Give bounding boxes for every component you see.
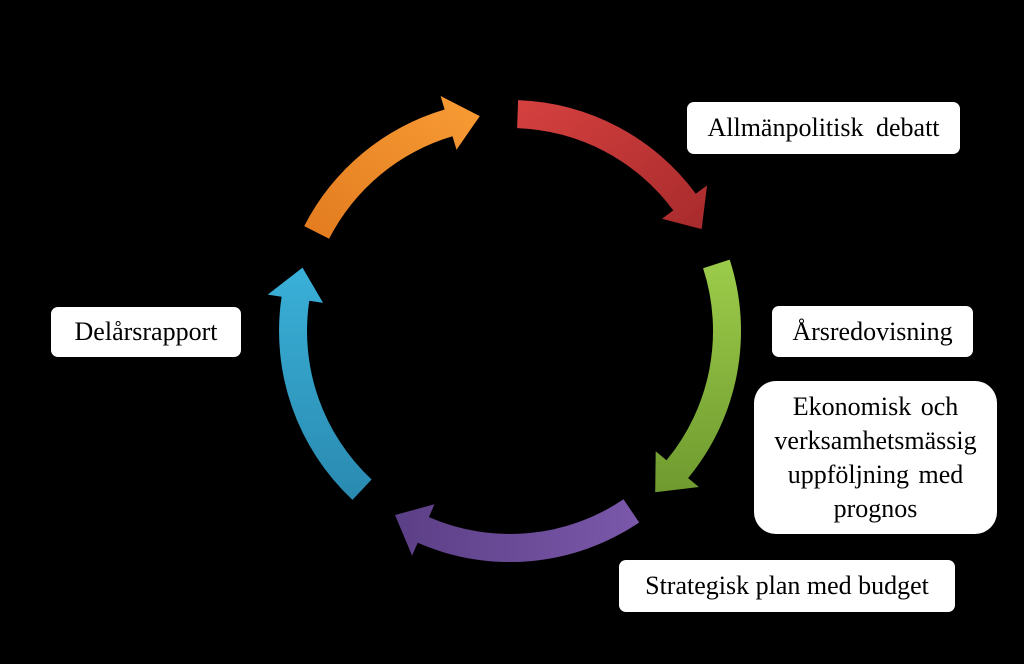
cycle-arrow-green (655, 259, 742, 493)
cycle-arrow-orange (304, 96, 480, 239)
label-strategisk-plan: Strategisk plan med budget (619, 560, 955, 612)
label-allmanpolitisk-debatt: Allmänpolitisk debatt (687, 102, 960, 154)
label-arsredovisning: Årsredovisning (772, 306, 973, 357)
label-delarsrapport: Delårsrapport (51, 307, 241, 357)
label-ekonomisk-uppfoljning: Ekonomisk och verksamhetsmässig uppföljn… (754, 381, 997, 534)
cycle-arrow-purple (395, 499, 640, 563)
cycle-arrow-red (517, 100, 708, 230)
label-line: uppföljning med (787, 459, 964, 489)
label-line: prognos (833, 493, 918, 523)
label-line: verksamhetsmässig (774, 425, 977, 455)
cycle-arrow-blue (267, 267, 372, 500)
label-line: Ekonomisk och (792, 391, 959, 421)
